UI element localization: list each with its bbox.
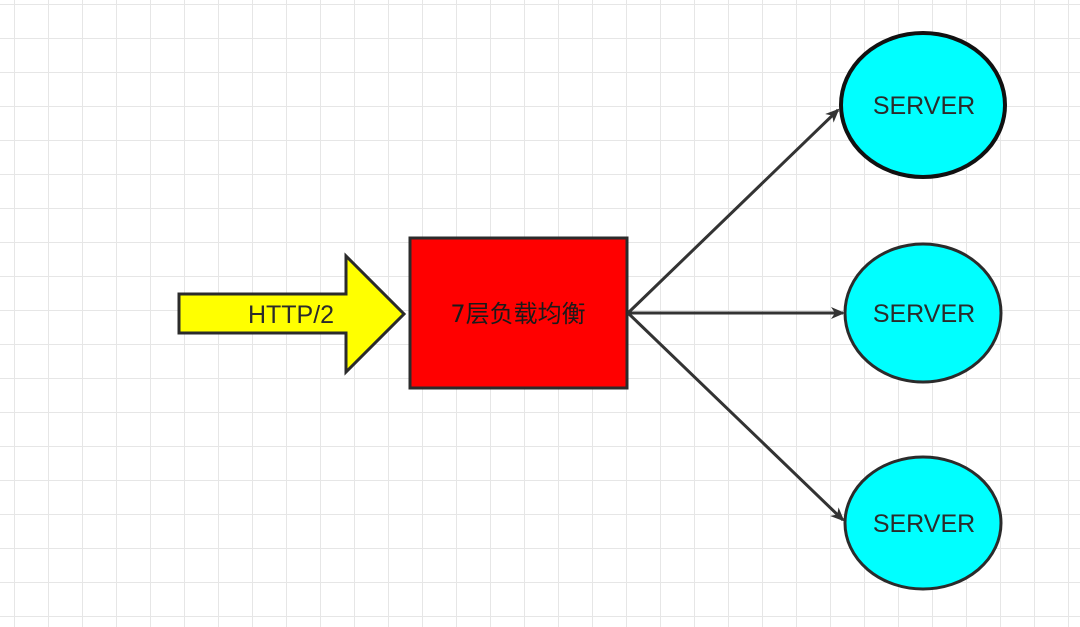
server-ellipse (843, 242, 1003, 384)
load-balancer-box[interactable]: 7层负载均衡 (408, 236, 629, 390)
server-ellipse (839, 31, 1007, 179)
load-balancer-rect (408, 236, 629, 390)
connector-to-server-1[interactable] (626, 108, 840, 315)
server-label: SERVER (873, 92, 975, 120)
connector-to-server-3[interactable] (626, 311, 845, 522)
server-node-2[interactable]: SERVER (843, 242, 1003, 384)
load-balancer-label: 7层负载均衡 (450, 300, 585, 328)
http2-input-arrow[interactable]: HTTP/2 (177, 252, 407, 376)
server-node-3[interactable]: SERVER (843, 455, 1003, 591)
server-node-1[interactable]: SERVER (839, 31, 1007, 179)
server-ellipse (843, 455, 1003, 591)
input-arrow-shape (177, 252, 407, 376)
input-arrow-label: HTTP/2 (248, 301, 334, 329)
server-label: SERVER (873, 300, 975, 328)
server-label: SERVER (873, 510, 975, 538)
